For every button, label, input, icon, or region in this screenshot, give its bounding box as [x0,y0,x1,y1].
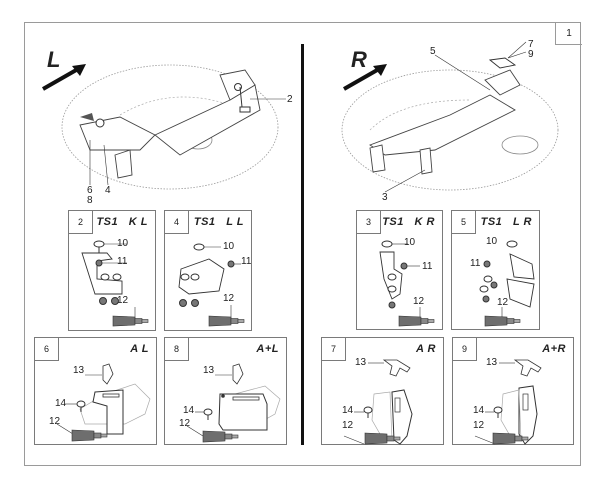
callout-wingnut: 13 [486,357,498,368]
callout-screw: 14 [55,398,67,409]
disc-assembly-right [341,41,559,193]
sealant-tube-icon [112,315,149,327]
panel-number: 4 [165,211,189,234]
callout-tool: 12 [179,418,191,429]
panel-6: 6 A L 13 14 12 [34,337,157,445]
callout-tool: 12 [473,420,485,431]
panel-7: 7 A R 13 14 12 [321,337,444,445]
side-label-left: L [47,47,61,72]
sealant-tube-icon [398,315,435,327]
callout-9: 9 [528,49,534,60]
panel-2: 2 TS1 K L 10 11 12 [68,210,156,331]
callout-4: 4 [105,185,111,196]
panel-4: 4 TS1 L L 10 11 12 [164,210,252,331]
direction-arrow-right-icon [343,64,387,91]
page-number: 1 [555,22,582,45]
bracket-parts-icon [81,240,136,319]
sealant-tube-icon [364,432,401,445]
callout-wingnut: 13 [355,357,367,368]
page-frame [24,22,581,466]
callout-5: 5 [430,46,436,57]
panel-number: 3 [357,211,381,234]
panel-8: 8 A+L 13 14 12 [164,337,287,445]
bracket-parts-icon [379,240,421,319]
guard-parts-icon [186,363,281,437]
panel-title: A L [130,343,149,355]
callout-tool: 12 [413,296,425,307]
guard-parts-icon [56,363,151,435]
guard-parts-icon [474,359,542,445]
panel-3: 3 TS1 K R 10 11 12 [356,210,443,330]
panel-number: 9 [453,338,477,361]
callout-6: 6 [87,185,93,196]
bracket-parts-icon [178,243,241,319]
callout-tool: 12 [117,295,129,306]
callout-2: 2 [287,94,293,105]
callout-tool: 12 [223,293,235,304]
callout-bolt: 10 [117,238,129,249]
panel-number: 7 [322,338,346,361]
callout-3: 3 [382,192,388,203]
panel-title: A R [415,343,436,355]
callout-bolt: 10 [223,241,235,252]
sealant-tube-icon [71,429,108,442]
side-label-right: R [351,47,367,72]
callout-screw: 14 [473,405,485,416]
callout-7: 7 [528,39,534,50]
panel-title: A+R [542,343,566,355]
sealant-tube-icon [492,432,529,445]
panel-number: 2 [69,211,93,234]
sealant-tube-icon [484,315,521,327]
callout-nut: 11 [117,256,128,267]
panel-title: TS1 K L [96,216,148,228]
callout-bolt: 10 [404,237,416,248]
callout-8: 8 [87,195,93,206]
sealant-tube-icon [202,430,239,443]
guard-parts-icon [343,359,413,445]
callout-screw: 14 [342,405,354,416]
callout-bolt: 10 [486,236,498,247]
callout-nut: 11 [470,258,481,269]
panel-number: 8 [165,338,189,361]
panel-9: 9 A+R 13 14 12 [452,337,574,445]
callout-tool: 12 [342,420,354,431]
callout-wingnut: 13 [203,365,215,376]
panel-title: TS1 K R [382,216,435,228]
panel-title: TS1 L L [193,216,244,228]
callout-nut: 11 [241,256,252,267]
callout-wingnut: 13 [73,365,85,376]
sealant-tube-icon [208,315,245,327]
panel-number: 6 [35,338,59,361]
panel-title: A+L [256,343,279,355]
callout-nut: 11 [422,261,433,272]
disc-assembly-left [61,64,286,190]
callout-screw: 14 [183,405,195,416]
bracket-parts-icon [479,240,535,319]
center-divider [301,44,304,445]
callout-tool: 12 [497,297,509,308]
callout-tool: 12 [49,416,61,427]
direction-arrow-left-icon [42,64,86,91]
panel-title: TS1 L R [480,216,532,228]
panel-5: 5 TS1 L R 10 11 12 [451,210,540,330]
panel-number: 5 [452,211,476,234]
